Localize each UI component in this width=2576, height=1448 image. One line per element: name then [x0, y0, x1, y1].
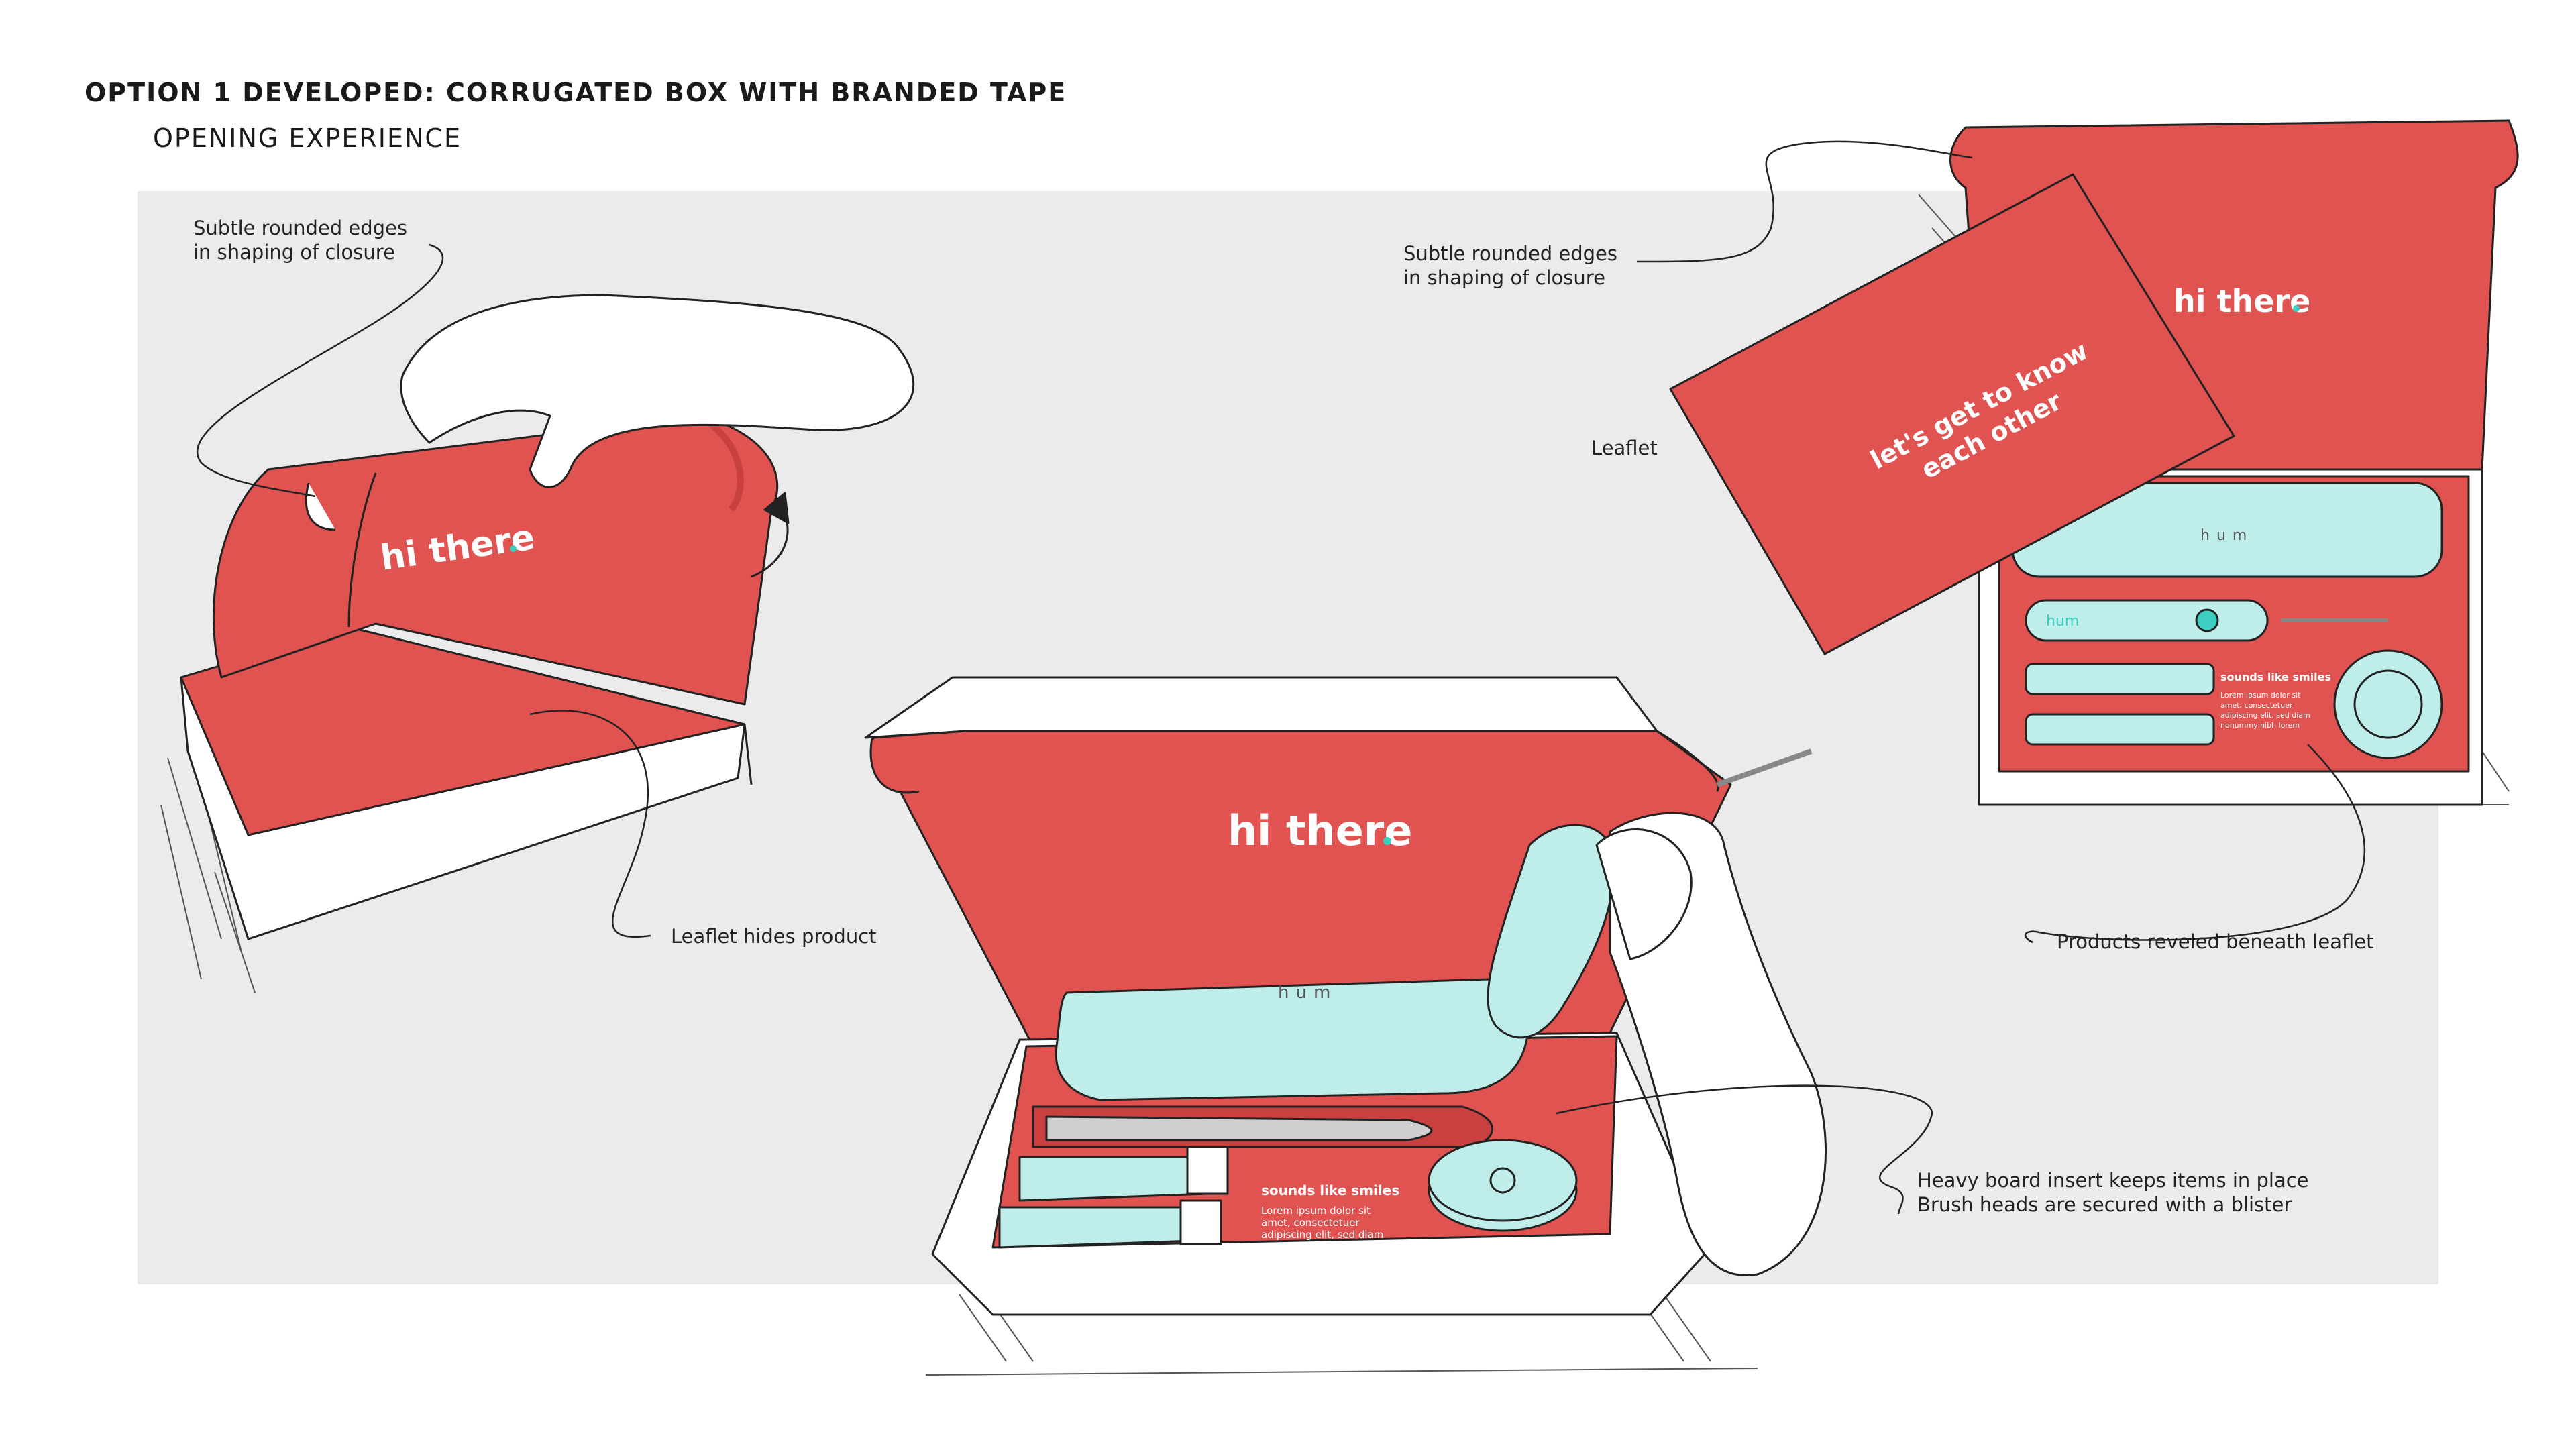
accent-dot-box3: [2293, 305, 2300, 312]
accent-dot-box2: [1383, 837, 1391, 845]
annotation-closure-right: Subtle rounded edges in shaping of closu…: [1403, 242, 1617, 289]
page-subtitle: OPENING EXPERIENCE: [153, 123, 462, 153]
annotation-closure-left: Subtle rounded edges in shaping of closu…: [193, 217, 407, 264]
leader-lines-box1: [196, 243, 651, 938]
svg-text:Lorem ipsum dolor sit: Lorem ipsum dolor sit: [1261, 1205, 1371, 1217]
svg-text:adipiscing elit, sed diam: adipiscing elit, sed diam: [1261, 1229, 1383, 1241]
body-copy-center: Lorem ipsum dolor sit amet, consectetuer…: [1261, 1205, 1383, 1253]
svg-text:nonummy nibh lorem: nonummy nibh lorem: [1261, 1241, 1369, 1253]
open-box-leaflet-sketch: [1669, 119, 2519, 806]
case-logo-right: hum: [2200, 527, 2253, 544]
annotation-products-revealed: Products reveled beneath leaflet: [2057, 930, 2374, 953]
svg-text:amet, consectetuer: amet, consectetuer: [2220, 701, 2293, 710]
svg-text:nonummy nibh lorem: nonummy nibh lorem: [2220, 721, 2300, 730]
greeting-text-box3: hi there: [2174, 283, 2310, 319]
closed-box-sketch: [160, 294, 915, 993]
page-title: OPTION 1 DEVELOPED: CORRUGATED BOX WITH …: [85, 78, 1067, 107]
svg-text:adipiscing elit, sed diam: adipiscing elit, sed diam: [2220, 711, 2310, 720]
svg-text:amet, consectetuer: amet, consectetuer: [1261, 1217, 1360, 1229]
tagline-center: sounds like smiles: [1261, 1182, 1399, 1199]
annotation-leaflet-hides-product: Leaflet hides product: [671, 925, 877, 948]
case-logo-center: hum: [1278, 983, 1337, 1003]
accent-dot-box1: [510, 545, 517, 552]
annotation-leaflet: Leaflet: [1591, 437, 1658, 459]
leader-line-insert: [1556, 1084, 1933, 1215]
annotation-insert: Heavy board insert keeps items in place …: [1917, 1169, 2309, 1216]
svg-text:Lorem ipsum dolor sit: Lorem ipsum dolor sit: [2220, 691, 2301, 700]
greeting-text-box2: hi there: [1228, 806, 1412, 855]
leader-lines-box3: [1636, 140, 2366, 944]
tagline-right: sounds like smiles: [2220, 671, 2331, 683]
body-copy-right: Lorem ipsum dolor sit amet, consectetuer…: [2220, 691, 2310, 730]
handle-logo-right: hum: [2046, 613, 2079, 630]
open-box-sketch: [864, 676, 1827, 1376]
